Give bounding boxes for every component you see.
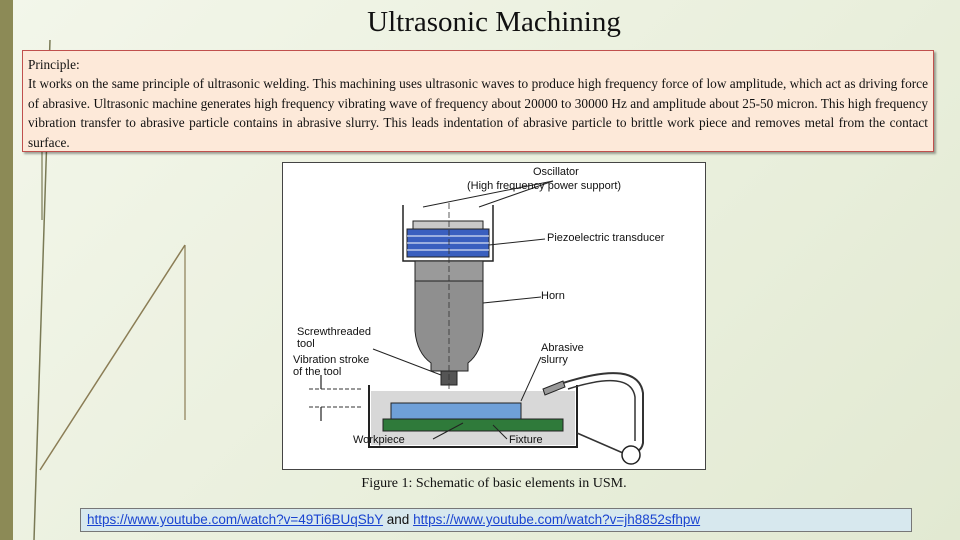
label-tool-line1: Screwthreaded xyxy=(297,326,371,338)
slurry-nozzle xyxy=(542,380,566,396)
workpiece xyxy=(390,402,522,420)
label-power-support: (High frequency power support) xyxy=(467,180,621,192)
label-oscillator: Oscillator xyxy=(533,166,579,178)
caption-text: : Schematic of basic elements in USM. xyxy=(408,476,627,491)
figure-caption: Figure 1: Schematic of basic elements in… xyxy=(282,476,706,492)
caption-label: Figure 1 xyxy=(361,476,409,491)
label-slurry-line1: Abrasive xyxy=(541,342,584,354)
label-fixture: Fixture xyxy=(509,434,543,446)
label-horn: Horn xyxy=(541,290,565,302)
label-tool-line2: tool xyxy=(297,338,315,350)
youtube-link-1[interactable]: https://www.youtube.com/watch?v=49Ti6BUq… xyxy=(87,512,384,527)
principle-text: It works on the same principle of ultras… xyxy=(28,76,928,150)
label-stroke-line2: of the tool xyxy=(293,366,341,378)
slide-title: Ultrasonic Machining xyxy=(367,6,621,38)
left-accent-bar xyxy=(0,0,13,540)
usm-schematic-diagram: Oscillator (High frequency power support… xyxy=(293,166,665,465)
principle-box: Principle: It works on the same principl… xyxy=(22,50,934,152)
label-transducer: Piezoelectric transducer xyxy=(547,232,665,244)
links-separator: and xyxy=(383,512,414,527)
fixture xyxy=(382,418,564,432)
slurry-tank xyxy=(368,385,578,448)
slurry-pump xyxy=(621,445,641,465)
reference-links-box: https://www.youtube.com/watch?v=49Ti6BUq… xyxy=(80,508,912,532)
principle-heading: Principle: xyxy=(28,57,80,72)
label-stroke-line1: Vibration stroke xyxy=(293,354,369,366)
label-workpiece: Workpiece xyxy=(353,434,405,446)
usm-schematic-figure: Oscillator (High frequency power support… xyxy=(282,162,706,470)
youtube-link-2[interactable]: https://www.youtube.com/watch?v=jh8852sf… xyxy=(413,512,701,527)
label-slurry-line2: slurry xyxy=(541,354,568,366)
